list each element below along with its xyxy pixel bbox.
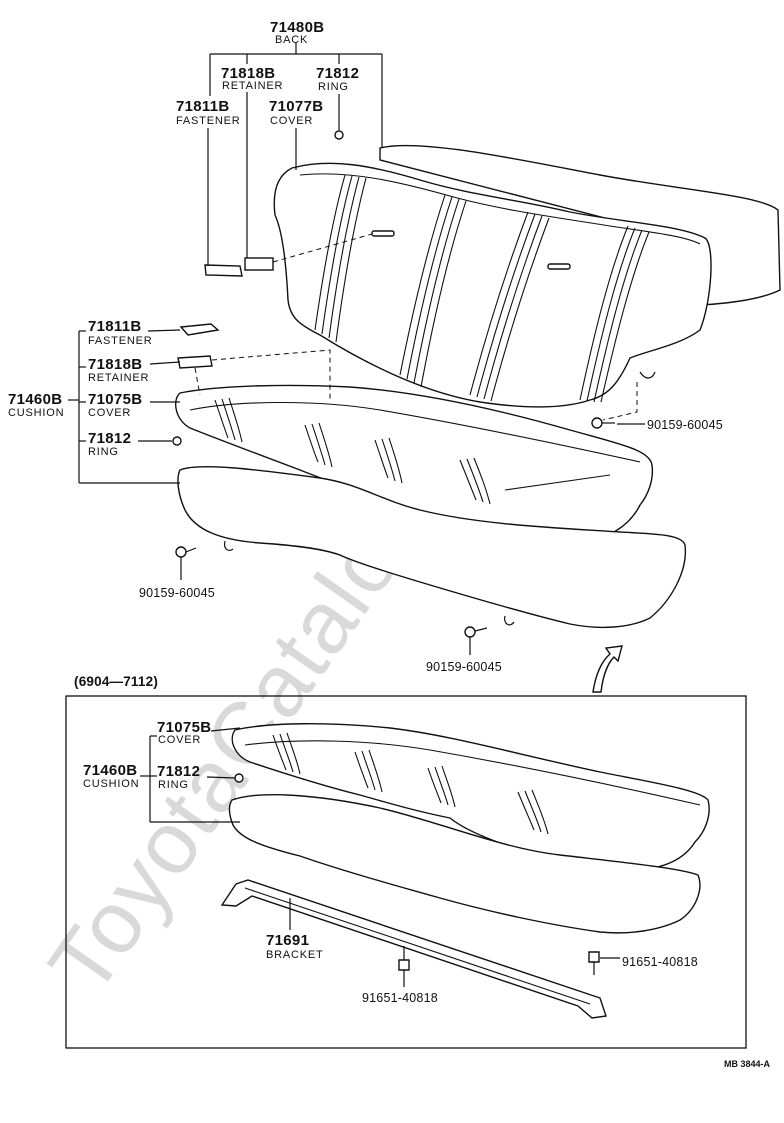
back-ring-code: 71812 (316, 65, 359, 82)
back-retainer-part (244, 257, 274, 271)
bolt-left-label: 90159-60045 (139, 586, 215, 600)
inset-ring-code: 71812 (157, 763, 200, 780)
cushion-ring-part (172, 436, 182, 446)
cushion-leaders (68, 329, 181, 484)
back-fastener-desc: FASTENER (176, 115, 240, 127)
inset-small-parts (234, 773, 620, 987)
back-ring-desc: RING (318, 81, 349, 93)
inset-bracket-desc: BRACKET (266, 949, 324, 961)
back-small-parts (204, 130, 373, 277)
cushion-code: 71460B (8, 391, 62, 408)
cushion-retainer-part (177, 355, 213, 369)
cushion-desc: CUSHION (8, 407, 64, 419)
back-leaders (207, 43, 383, 266)
inset-cushion-code: 71460B (83, 762, 137, 779)
back-fastener-part (204, 264, 243, 277)
back-cover-desc: COVER (270, 115, 313, 127)
inset-ring-part (234, 773, 244, 783)
seat-cushion-illustration (174, 384, 687, 629)
arrow-icon (592, 645, 623, 693)
cushion-cover-desc: COVER (88, 407, 131, 419)
back-desc: BACK (275, 34, 308, 46)
back-fastener-code: 71811B (176, 98, 230, 115)
back-retainer-code: 71818B (221, 65, 275, 82)
inset-title: (6904—7112) (74, 674, 158, 689)
inset-bracket-code: 71691 (266, 932, 309, 949)
inset-cushion-illustration (228, 723, 710, 934)
back-retainer-desc: RETAINER (222, 80, 283, 92)
diagram-code: MB 3844-A (724, 1059, 771, 1069)
back-cover-code: 71077B (269, 98, 323, 115)
bolt-left (175, 546, 197, 580)
bolt-bottom-label: 90159-60045 (426, 660, 502, 674)
inset-bracket-illustration (220, 879, 607, 1019)
cushion-retainer-desc: RETAINER (88, 372, 149, 384)
inset-leaders (140, 727, 291, 930)
cushion-ring-code: 71812 (88, 430, 131, 447)
inset-ring-desc: RING (158, 779, 189, 791)
cushion-retainer-code: 71818B (88, 356, 142, 373)
bolt-right (591, 382, 645, 429)
bolt-bottom (464, 626, 488, 655)
inset-cover-code: 71075B (157, 719, 211, 736)
inset-bolt-right-label: 91651-40818 (622, 955, 698, 969)
inset-bolt-bottom-label: 91651-40818 (362, 991, 438, 1005)
cushion-ring-desc: RING (88, 446, 119, 458)
cushion-fastener-code: 71811B (88, 318, 142, 335)
cushion-cover-code: 71075B (88, 391, 142, 408)
cushion-fastener-desc: FASTENER (88, 335, 152, 347)
inset-cushion-desc: CUSHION (83, 778, 139, 790)
seat-back-illustration (273, 144, 781, 408)
inset-cover-desc: COVER (158, 734, 201, 746)
cushion-fastener-part (179, 323, 220, 336)
cushion-small-parts (172, 323, 331, 446)
inset-frame (65, 695, 747, 1049)
back-code: 71480B (270, 19, 324, 36)
bolt-right-label: 90159-60045 (647, 418, 723, 432)
back-ring-part (334, 130, 344, 140)
